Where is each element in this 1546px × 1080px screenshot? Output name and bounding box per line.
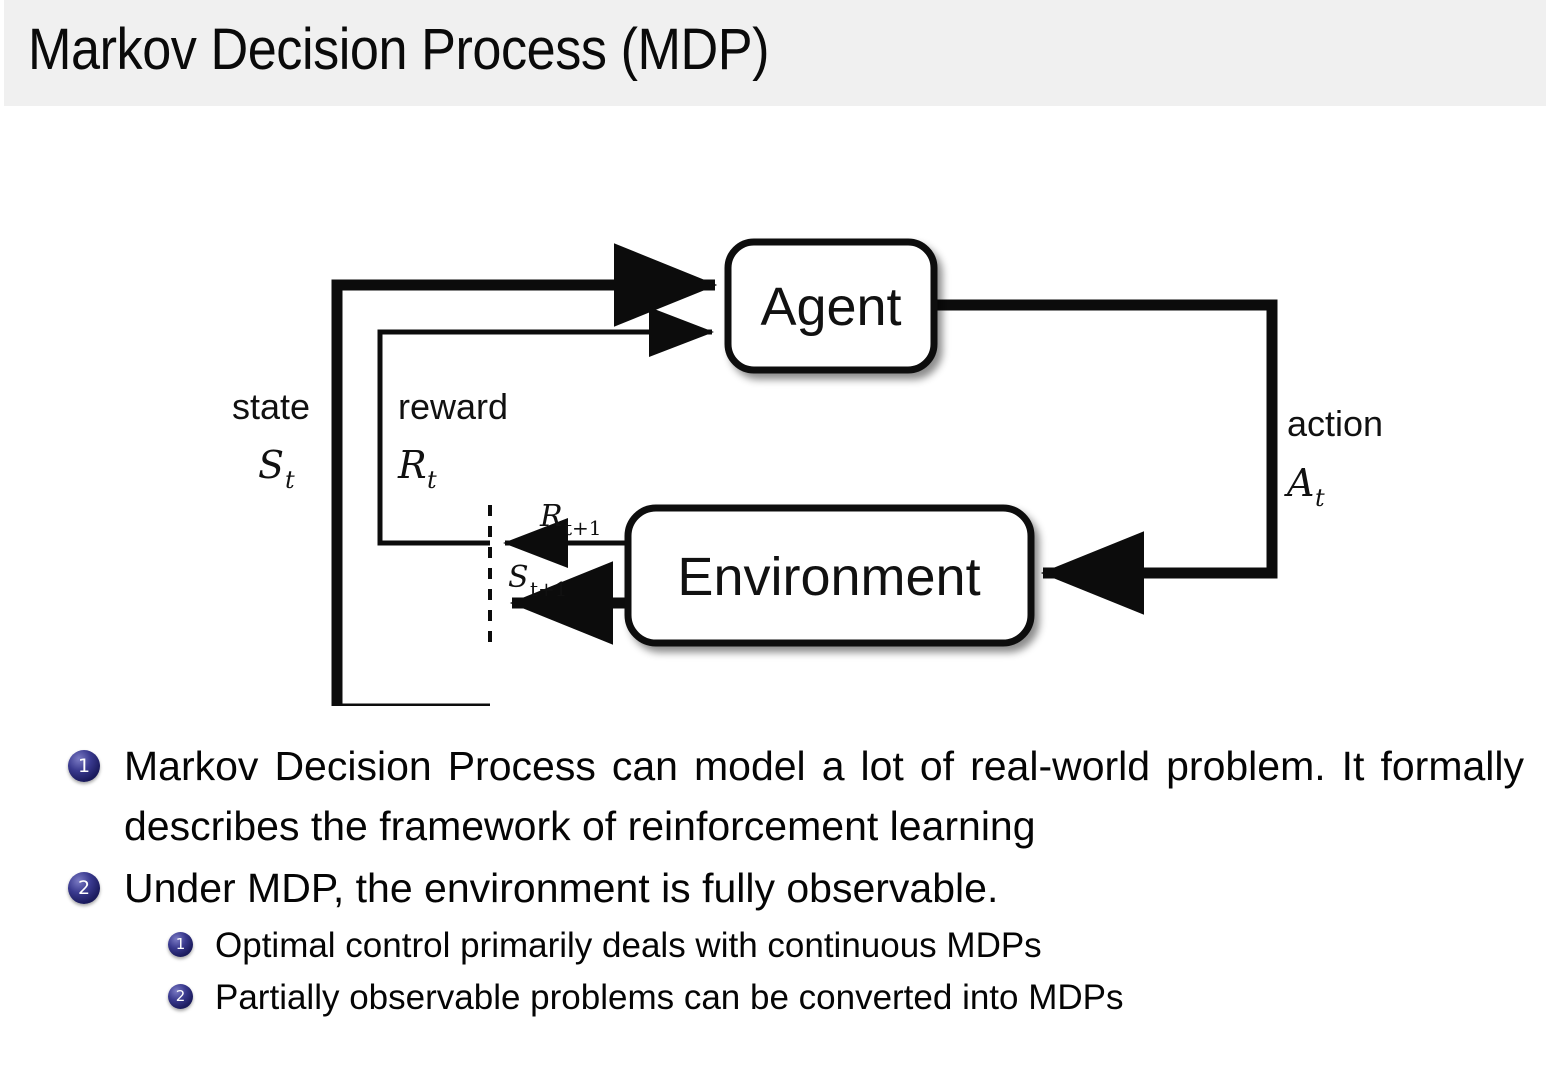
svg-text:t: t xyxy=(285,466,295,494)
list-item: 2 Under MDP, the environment is fully ob… xyxy=(68,858,1546,918)
mdp-agent-environment-diagram: Agent Environment state S t reward R t a… xyxy=(0,106,1546,706)
svg-text:S: S xyxy=(508,560,529,595)
next-reward-symbol-label: R t+1 xyxy=(539,499,602,540)
svg-text:R: R xyxy=(539,499,563,534)
bullet-number-badge: 1 xyxy=(68,750,100,782)
svg-text:R: R xyxy=(397,443,427,487)
list-item-text: Markov Decision Process can model a lot … xyxy=(124,743,1536,849)
environment-label: Environment xyxy=(677,547,980,607)
environment-box[interactable] xyxy=(624,504,1035,647)
action-word-label: action xyxy=(1287,403,1383,444)
sub-list-item-text: Optimal control primarily deals with con… xyxy=(215,926,1042,965)
agent-box[interactable] xyxy=(724,238,938,374)
list-item-text: Under MDP, the environment is fully obse… xyxy=(124,865,999,911)
state-symbol-label: S t xyxy=(258,443,295,494)
page-title: Markov Decision Process (MDP) xyxy=(28,17,770,82)
svg-text:t+1: t+1 xyxy=(564,516,602,540)
sub-bullet-number-badge: 2 xyxy=(168,984,193,1009)
next-state-symbol-label: S t+1 xyxy=(508,560,568,601)
sub-list-item-text: Partially observable problems can be con… xyxy=(215,978,1124,1017)
sub-bullet-number-badge: 1 xyxy=(168,932,193,957)
bullet-list: 1 Markov Decision Process can model a lo… xyxy=(0,736,1546,1024)
reward-word-label: reward xyxy=(398,386,508,427)
action-symbol-label: A t xyxy=(1284,461,1325,512)
edge-action-loop xyxy=(933,299,1278,615)
svg-text:t: t xyxy=(427,466,437,494)
slide-header-band: Markov Decision Process (MDP) xyxy=(0,0,1546,106)
sub-list-item: 2 Partially observable problems can be c… xyxy=(168,972,1546,1024)
svg-text:S: S xyxy=(258,443,284,487)
agent-node[interactable]: Agent xyxy=(724,238,938,374)
header-left-edge xyxy=(0,0,4,106)
svg-text:t+1: t+1 xyxy=(530,577,568,601)
agent-label: Agent xyxy=(760,277,901,337)
edge-reward-loop xyxy=(377,307,714,546)
sub-list-item: 1 Optimal control primarily deals with c… xyxy=(168,920,1546,972)
reward-symbol-label: R t xyxy=(397,443,437,494)
list-item: 1 Markov Decision Process can model a lo… xyxy=(68,736,1546,856)
state-word-label: state xyxy=(232,386,310,427)
svg-text:t: t xyxy=(1315,484,1325,512)
edge-state-loop xyxy=(331,243,718,706)
svg-text:A: A xyxy=(1284,461,1314,505)
bullet-number-badge: 2 xyxy=(68,872,100,904)
environment-node[interactable]: Environment xyxy=(624,504,1035,647)
